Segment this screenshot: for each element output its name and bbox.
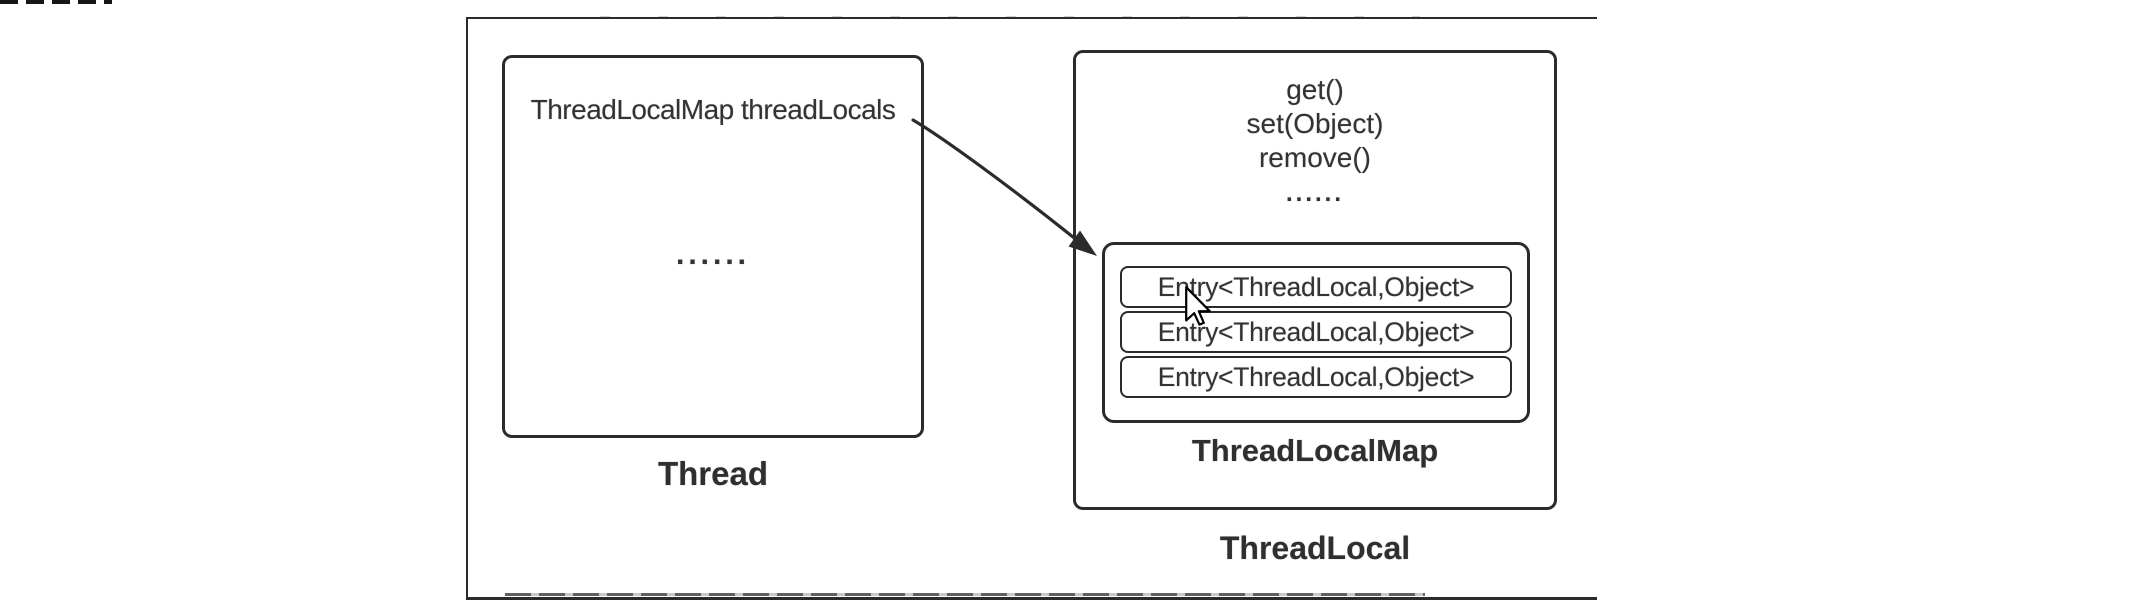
methods-ellipsis: ...... (1285, 180, 1344, 207)
entry-row: Entry<ThreadLocal,Object> (1120, 311, 1512, 353)
method-remove: remove() (1258, 142, 1371, 173)
thread-ellipsis: ...... (675, 238, 750, 271)
threadlocal-box: get() set(Object) remove() ...... Entry<… (1073, 50, 1557, 510)
threadlocalmap-box: Entry<ThreadLocal,Object> Entry<ThreadLo… (1102, 242, 1530, 423)
entry-row: Entry<ThreadLocal,Object> (1120, 356, 1512, 398)
clipped-content-fragment-top (0, 0, 112, 4)
threadlocal-caption: ThreadLocal (1219, 530, 1411, 566)
thread-field-label: ThreadLocalMap threadLocals (530, 94, 896, 125)
threadlocal-methods: get() set(Object) remove() ...... (1076, 73, 1554, 213)
method-get: get() (1286, 74, 1344, 105)
threadlocalmap-caption: ThreadLocalMap (1191, 433, 1439, 468)
method-set: set(Object) (1246, 108, 1384, 139)
thread-caption: Thread (657, 455, 769, 492)
thread-box: ThreadLocalMap threadLocals ...... (502, 55, 924, 438)
slide-outer-frame (466, 17, 1597, 600)
entry-row: Entry<ThreadLocal,Object> (1120, 266, 1512, 308)
clipped-content-fragment-bottom (505, 593, 1425, 596)
